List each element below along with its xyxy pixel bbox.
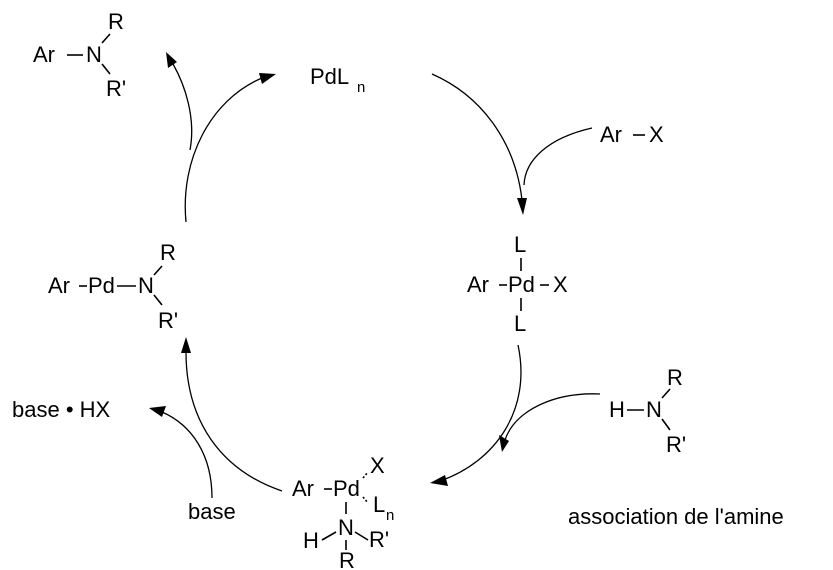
arrow-amine-entry xyxy=(504,393,601,441)
amine-h-label: H xyxy=(609,397,625,422)
arrow-reductive-elimination-shaft xyxy=(184,77,263,223)
amido-complex-n-r-bond xyxy=(153,265,163,276)
arrow-product-release-head xyxy=(166,52,177,68)
amine-complex-pd-l-bond xyxy=(362,496,369,504)
amido-complex-n-label: N xyxy=(138,273,154,298)
ox-complex-x-label: X xyxy=(553,272,568,297)
arrow-base-to-byproduct-shaft xyxy=(161,411,213,499)
amine-complex-r2-label: R' xyxy=(369,527,389,552)
aryl-halide-x-label: X xyxy=(649,122,664,147)
arrow-oxidative-addition-shaft xyxy=(431,73,523,201)
amine-association-caption: association de l'amine xyxy=(568,504,784,529)
product-r-label: R xyxy=(108,9,124,34)
amine-n-label: N xyxy=(646,397,662,422)
product-r2-label: R' xyxy=(106,76,126,101)
catalyst-label: PdL xyxy=(310,64,349,89)
product-n-r2-bond xyxy=(101,63,111,75)
arrow-amine-entry-head xyxy=(499,435,509,452)
aryl-halide: Ar X xyxy=(600,122,664,147)
ox-complex-ar-label: Ar xyxy=(467,272,489,297)
amido-palladium-complex: R Ar Pd N R' xyxy=(48,240,178,333)
arrow-deprotonation-head xyxy=(181,337,191,353)
arrow-product-release-shaft xyxy=(172,63,193,151)
arrow-deprotonation-shaft xyxy=(185,351,283,492)
catalyst-pdln: PdL n xyxy=(310,64,365,96)
product-ar-label: Ar xyxy=(33,42,55,67)
amido-complex-r2-label: R' xyxy=(158,308,178,333)
amine-complex-pd-label: Pd xyxy=(333,476,360,501)
product-amine: R Ar N R' xyxy=(33,9,126,101)
amine-complex-l-label: L xyxy=(373,492,385,517)
ox-complex-pd-label: Pd xyxy=(508,272,535,297)
arrow-base-to-byproduct-head xyxy=(149,406,166,417)
arrow-reductive-elimination-head xyxy=(259,73,276,84)
amine-n-r2-bond xyxy=(661,418,671,431)
ox-complex-l-bottom: L xyxy=(514,311,526,336)
amido-complex-pd-label: Pd xyxy=(88,273,115,298)
amine-complex-ar-label: Ar xyxy=(292,476,314,501)
amido-complex-ar-label: Ar xyxy=(48,273,70,298)
amine-reagent: R H N R' xyxy=(609,365,686,457)
arrow-amine-association-shaft xyxy=(439,344,522,482)
amine-palladium-complex: Ar Pd X L n N H R' R xyxy=(292,453,394,570)
byproduct-label: base • HX xyxy=(12,397,111,422)
cycle-arrows xyxy=(149,52,601,499)
amine-complex-n-label: N xyxy=(338,515,354,540)
catalyst-subscript: n xyxy=(357,79,365,96)
amine-n-r-bond xyxy=(661,388,671,399)
amido-complex-r-label: R xyxy=(160,240,176,265)
amine-complex-h-label: H xyxy=(303,528,319,553)
amine-r2-label: R' xyxy=(666,432,686,457)
arrow-aryl-halide-entry xyxy=(523,127,593,186)
amine-complex-l-subscript: n xyxy=(386,507,394,524)
amido-complex-n-r2-bond xyxy=(153,294,163,306)
oxidative-addition-complex: L Ar Pd X L xyxy=(467,232,568,336)
amine-complex-n-r2-bond xyxy=(354,531,369,541)
ox-complex-l-top: L xyxy=(514,232,526,257)
arrow-oxidative-addition-head xyxy=(517,198,527,215)
product-n-r-bond xyxy=(101,33,111,44)
product-n-label: N xyxy=(86,42,102,67)
amine-complex-r-label: R xyxy=(339,548,355,570)
amine-complex-pd-x-bond xyxy=(362,471,369,479)
amine-complex-n-h-bond xyxy=(321,531,337,541)
amine-complex-x-label: X xyxy=(370,453,385,478)
amine-r-label: R xyxy=(667,365,683,390)
arrow-amine-association-head xyxy=(430,475,448,486)
base-label: base xyxy=(188,499,236,524)
aryl-halide-ar-label: Ar xyxy=(600,122,622,147)
